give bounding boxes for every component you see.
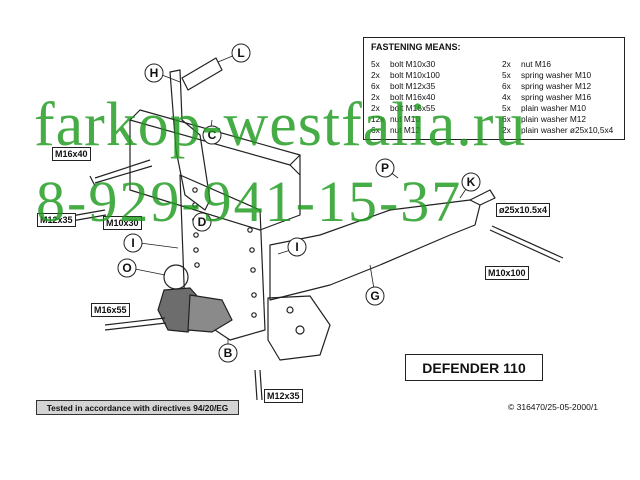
svg-text:K: K [467, 175, 476, 189]
upper-bracket-arm [169, 69, 211, 211]
callout-h: H [144, 63, 164, 83]
tested-directive: Tested in accordance with directives 94/… [36, 400, 239, 415]
svg-text:H: H [150, 66, 159, 80]
tag-m12x35-left: M12x35 [37, 213, 76, 227]
fastening-title: FASTENING MEANS: [371, 42, 461, 52]
svg-text:I: I [131, 236, 134, 250]
tag-m10x30: M10x30 [103, 216, 142, 230]
callout-k: K [461, 172, 481, 192]
tag-washer-25: ø25x10.5x4 [496, 203, 551, 217]
callout-g: G [365, 286, 385, 306]
mounting-plate [179, 174, 266, 341]
tag-m16x40: M16x40 [52, 147, 91, 161]
callout-p: P [375, 158, 395, 178]
callout-c: C [202, 125, 222, 145]
watermark-phone: 8-929-941-15-37 [36, 169, 463, 234]
callout-d: D [192, 212, 212, 232]
copyright-code: © 316470/25-05-2000/1 [508, 402, 598, 412]
svg-text:O: O [122, 261, 131, 275]
side-frame [269, 199, 481, 301]
svg-text:C: C [208, 128, 217, 142]
svg-text:D: D [198, 215, 207, 229]
bolts [59, 159, 564, 401]
model-label: DEFENDER 110 [405, 354, 543, 381]
watermark-site: farkop-westfalia.ru [34, 91, 527, 159]
callout-i-right: I [287, 237, 307, 257]
callout-o: O [117, 258, 137, 278]
tag-m12x35-bottom: M12x35 [264, 389, 303, 403]
svg-text:G: G [370, 289, 379, 303]
svg-text:L: L [237, 46, 244, 60]
svg-text:P: P [381, 161, 389, 175]
callout-b: B [218, 343, 238, 363]
callout-l: L [231, 43, 251, 63]
callout-i-left: I [123, 233, 143, 253]
tag-m10x100: M10x100 [485, 266, 529, 280]
lower-bracket [267, 295, 331, 361]
svg-text:I: I [295, 240, 298, 254]
tag-m16x55: M16x55 [91, 303, 130, 317]
svg-text:B: B [224, 346, 233, 360]
